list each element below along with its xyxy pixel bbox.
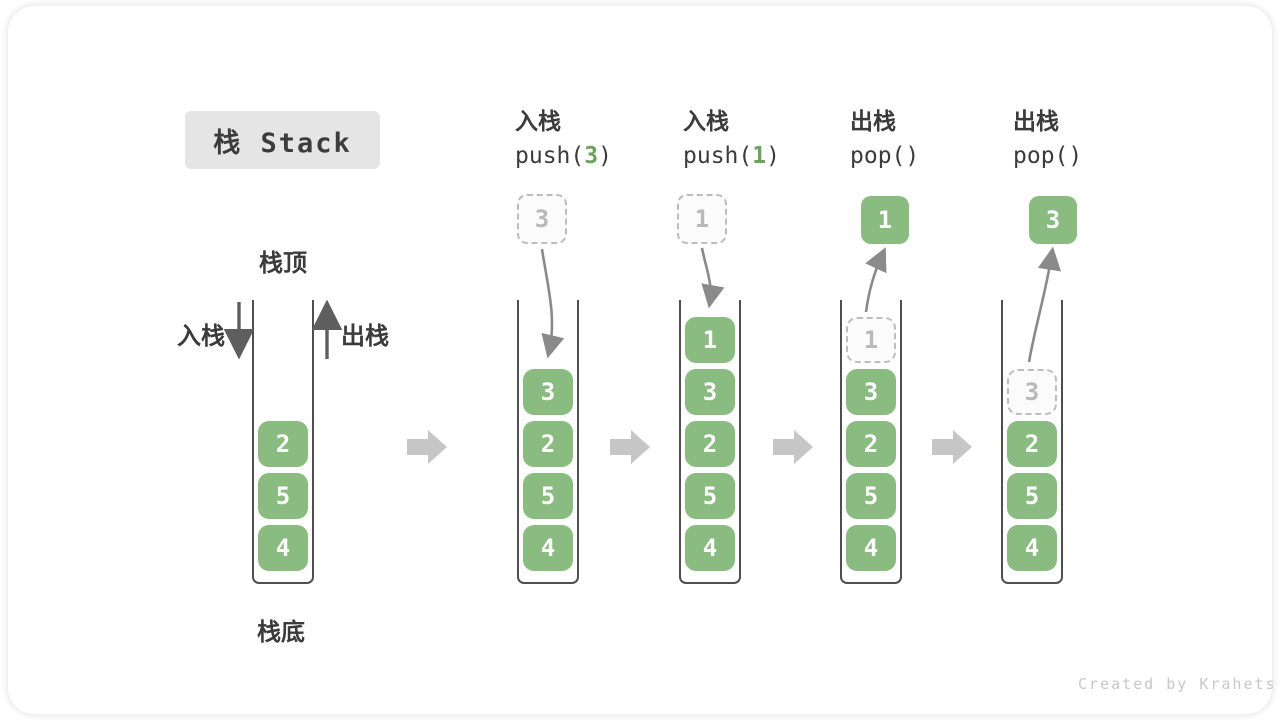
step-code: pop() [1013, 143, 1082, 169]
step-label: 出栈 [850, 108, 896, 134]
stack-bottom-label: 栈底 [257, 619, 305, 646]
code-post: ) [905, 143, 920, 169]
incoming-value-box: 3 [517, 194, 567, 244]
stack-cell: 4 [258, 525, 308, 571]
push1-arrow [700, 247, 725, 309]
code-arg: 3 [584, 143, 599, 169]
code-pre: push( [683, 143, 753, 169]
removed-cell-ghost: 3 [1007, 369, 1057, 415]
code-pre: pop( [850, 143, 906, 169]
pop-side-label: 出栈 [341, 323, 389, 350]
stack-cell: 4 [846, 525, 896, 571]
next-step-arrow [773, 430, 813, 464]
stack-cell: 5 [846, 473, 896, 519]
stack-cell: 2 [685, 421, 735, 467]
popped-value-box: 1 [861, 196, 909, 244]
push-side-label: 入栈 [177, 323, 225, 350]
stack-cell: 2 [523, 421, 573, 467]
code-post: ) [598, 143, 612, 169]
code-post: ) [1068, 143, 1083, 169]
step-header-pop2: 出栈 pop() [1013, 102, 1082, 169]
next-step-arrow [932, 430, 972, 464]
stack-top-label: 栈顶 [259, 250, 307, 277]
step-label: 入栈 [683, 108, 729, 134]
step-header-push1: 入栈 push(1) [683, 102, 780, 169]
stack-cell: 2 [258, 421, 308, 467]
code-pre: pop( [1013, 143, 1069, 169]
code-arg: 1 [752, 143, 767, 169]
stack-cell: 4 [685, 525, 735, 571]
stack-cell: 3 [685, 369, 735, 415]
stack-cell: 2 [846, 421, 896, 467]
popped-value-box: 3 [1029, 196, 1077, 244]
code-pre: push( [515, 143, 585, 169]
next-step-arrow [610, 430, 650, 464]
stack-cell: 5 [523, 473, 573, 519]
stack-cell: 4 [1007, 525, 1057, 571]
stack-cell: 5 [258, 473, 308, 519]
stack-cell: 3 [846, 369, 896, 415]
stack-cell: 4 [523, 525, 573, 571]
step-label: 入栈 [515, 108, 561, 134]
removed-cell-ghost: 1 [846, 317, 896, 363]
code-post: ) [766, 143, 780, 169]
stack-cell: 5 [1007, 473, 1057, 519]
next-step-arrow [407, 430, 447, 464]
step-code: push(1) [683, 143, 780, 169]
step-header-pop1: 出栈 pop() [850, 102, 919, 169]
stack-cell: 5 [685, 473, 735, 519]
step-label: 出栈 [1013, 108, 1059, 134]
step-code: pop() [850, 143, 919, 169]
stack-cell: 2 [1007, 421, 1057, 467]
credit-text: Created by Krahets [1078, 675, 1277, 693]
step-code: push(3) [515, 143, 612, 169]
step-header-push3: 入栈 push(3) [515, 102, 612, 169]
title-badge: 栈 Stack [185, 111, 380, 169]
stack-cell: 3 [523, 369, 573, 415]
incoming-value-box: 1 [677, 194, 727, 244]
stack-cell: 1 [685, 317, 735, 363]
